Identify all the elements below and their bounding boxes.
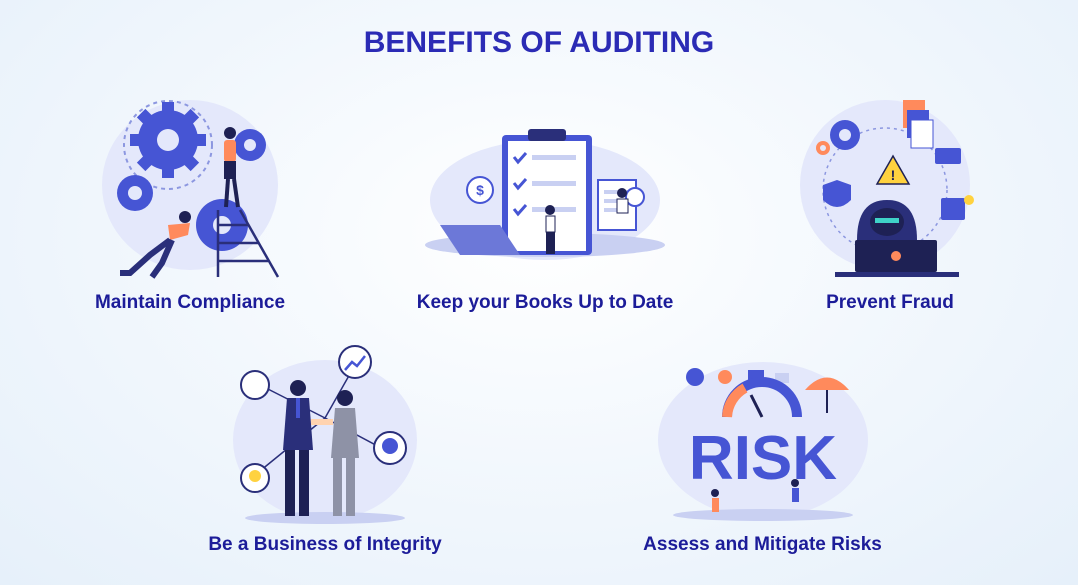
- svg-text:$: $: [476, 182, 484, 198]
- risk-assessment-illustration: RISK: [658, 362, 868, 521]
- benefit-label-books: Keep your Books Up to Date: [416, 292, 674, 313]
- page-title: BENEFITS OF AUDITING: [363, 26, 715, 59]
- gears-teamwork-illustration: [102, 100, 280, 279]
- handshake-integrity-illustration: [233, 345, 417, 524]
- benefit-label-integrity: Be a Business of Integrity: [208, 534, 442, 555]
- svg-text:!: !: [891, 167, 896, 183]
- risk-word-art: RISK: [689, 424, 837, 493]
- benefit-card-integrity: Be a Business of Integrity: [208, 340, 442, 555]
- benefit-label-fraud: Prevent Fraud: [826, 292, 954, 313]
- benefit-label-risk: Assess and Mitigate Risks: [643, 534, 882, 555]
- benefit-label-compliance: Maintain Compliance: [94, 292, 286, 313]
- benefit-card-risk: RISK Assess and Mitigate Risks: [643, 355, 882, 555]
- checklist-books-illustration: $: [425, 129, 665, 260]
- benefit-card-books: $ Keep your Books Up to Date: [417, 115, 673, 313]
- benefit-card-fraud: ! Prevent Fraud: [795, 90, 985, 313]
- benefit-card-compliance: Maintain Compliance: [90, 95, 290, 313]
- hacker-fraud-illustration: !: [800, 100, 974, 277]
